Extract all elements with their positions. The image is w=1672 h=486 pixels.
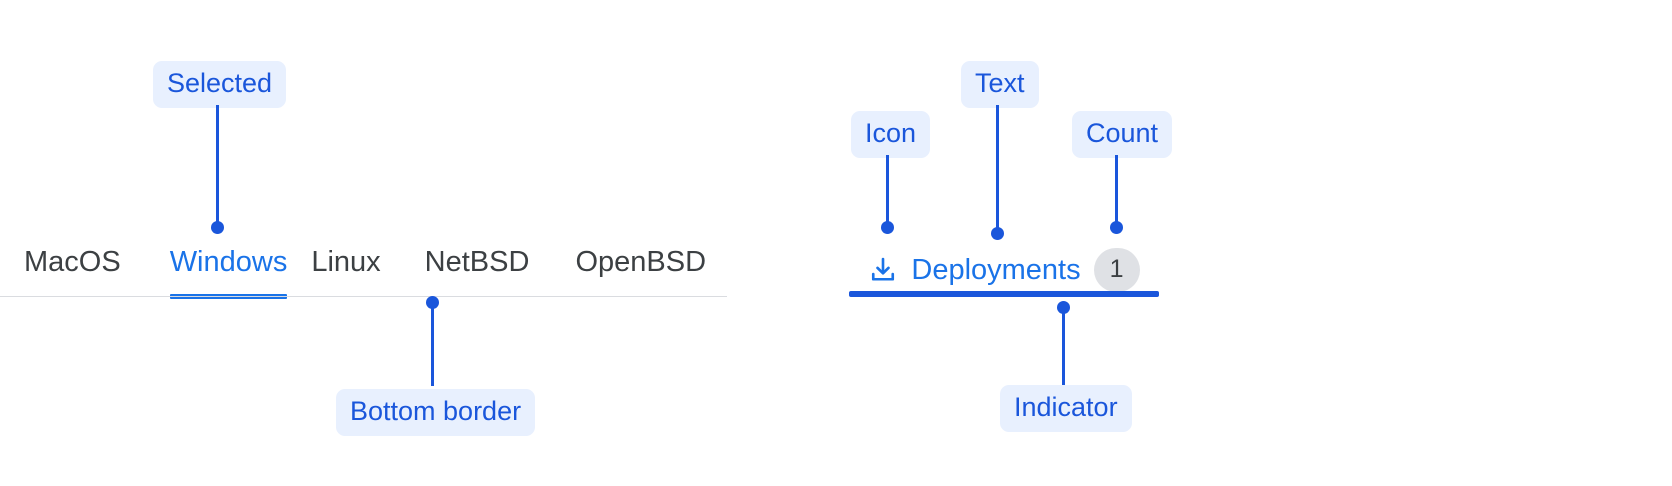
leader-line-text xyxy=(996,105,999,232)
leader-line-bottom-border xyxy=(431,302,434,386)
tab-macos[interactable]: MacOS xyxy=(24,242,121,299)
leader-dot-selected xyxy=(211,221,224,234)
annotation-bottom-border: Bottom border xyxy=(336,389,536,436)
tab-openbsd[interactable]: OpenBSD xyxy=(575,242,706,299)
tab-windows[interactable]: Windows xyxy=(169,242,288,299)
leader-dot-icon xyxy=(881,221,894,234)
tab-label: NetBSD xyxy=(424,246,530,278)
tab-label: Windows xyxy=(169,246,288,278)
tab-deployments-label: Deployments xyxy=(911,253,1081,286)
leader-line-icon xyxy=(886,155,889,227)
leader-dot-text xyxy=(991,227,1004,240)
tab-selected-indicator xyxy=(849,291,1159,297)
annotation-icon: Icon xyxy=(851,111,931,158)
leader-line-indicator xyxy=(1062,307,1065,385)
deployments-count-badge: 1 xyxy=(1093,248,1140,292)
tab-bar-left: MacOS Windows Linux NetBSD OpenBSD xyxy=(0,242,727,299)
tab-bar-bottom-border xyxy=(0,296,727,297)
leader-dot-count xyxy=(1110,221,1123,234)
annotation-count: Count xyxy=(1072,111,1173,158)
tab-bar-right: Deployments 1 xyxy=(849,242,1159,312)
tab-deployments[interactable]: Deployments 1 xyxy=(849,242,1159,312)
annotation-selected: Selected xyxy=(153,61,287,108)
annotation-indicator: Indicator xyxy=(1000,385,1132,432)
tab-netbsd[interactable]: NetBSD xyxy=(425,242,530,299)
tab-label: Linux xyxy=(311,246,381,278)
tab-linux[interactable]: Linux xyxy=(311,242,380,299)
annotation-text: Text xyxy=(961,61,1039,108)
leader-line-selected xyxy=(216,105,219,227)
leader-line-count xyxy=(1115,155,1118,227)
download-icon xyxy=(868,255,898,285)
tab-label: OpenBSD xyxy=(575,246,707,278)
tab-label: MacOS xyxy=(24,246,121,278)
